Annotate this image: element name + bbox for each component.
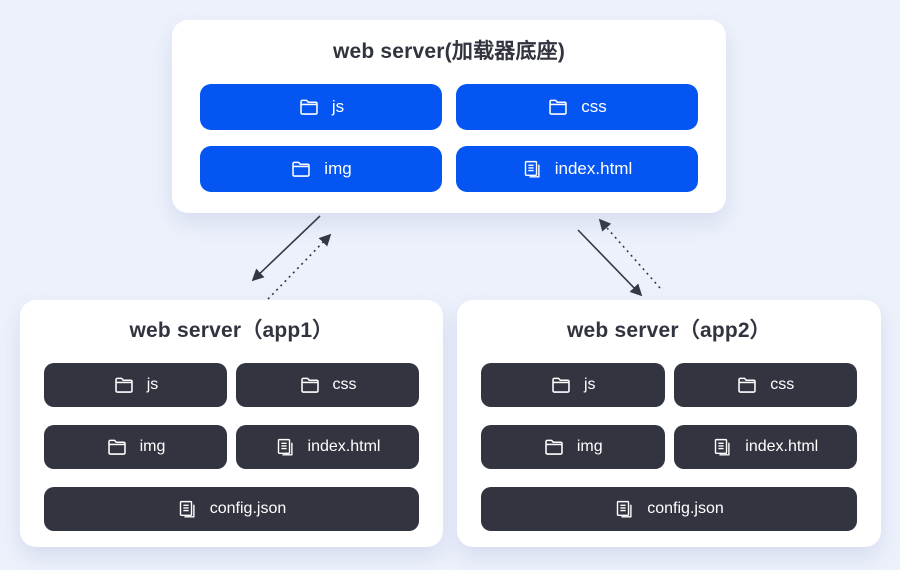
folder-icon [543,436,565,458]
resource-label: img [139,438,166,455]
app1-server-title: web server（app1） [129,319,334,342]
resource-label: index.html [554,159,633,178]
resource-label: index.html [745,438,819,455]
resource-index-html: index.html [673,425,857,469]
resource-config-json: config.json [481,487,857,531]
folder-icon [299,374,321,396]
resource-js: js [200,84,442,130]
resource-img: img [44,425,227,469]
resource-label: img [576,438,603,455]
document-icon [712,437,733,458]
resource-label: img [324,159,352,178]
app2-server-card: web server（app2） js css img index.html [457,300,881,547]
resource-index-html: index.html [456,146,698,192]
document-icon [522,159,543,180]
resource-img: img [200,146,442,192]
resource-label: config.json [647,500,724,517]
arrow-app2-to-loader [598,218,661,289]
folder-icon [290,158,312,180]
resource-js: js [481,363,665,407]
resource-config-json: config.json [44,487,419,531]
resource-img: img [481,425,665,469]
app2-resource-grid: js css img index.html config.json [481,363,857,531]
folder-icon [106,436,128,458]
folder-icon [736,374,758,396]
loader-server-card: web server(加载器底座) js css img index.html [172,20,726,213]
resource-label: js [331,97,345,116]
folder-icon [298,96,320,118]
folder-icon [547,96,569,118]
arrow-loader-to-app1 [251,215,321,282]
folder-icon [113,374,135,396]
arrow-app1-to-loader [267,233,332,300]
loader-resource-grid: js css img index.html [200,84,698,192]
resource-label: index.html [307,438,381,455]
resource-index-html: index.html [236,425,419,469]
app1-server-card: web server（app1） js css img index.html [20,300,443,547]
document-icon [275,437,296,458]
app2-server-title: web server（app2） [567,319,771,342]
document-icon [614,499,635,520]
resource-label: css [770,376,795,393]
folder-icon [550,374,572,396]
arrow-loader-to-app2 [577,229,643,297]
resource-label: config.json [209,500,287,517]
resource-css: css [673,363,857,407]
app1-resource-grid: js css img index.html config.json [44,363,419,531]
loader-server-title: web server(加载器底座) [332,40,566,63]
resource-label: css [581,97,607,116]
document-icon [177,499,198,520]
resource-css: css [456,84,698,130]
resource-label: js [583,376,596,393]
resource-js: js [44,363,227,407]
resource-css: css [236,363,419,407]
resource-label: css [332,376,357,393]
resource-label: js [146,376,159,393]
